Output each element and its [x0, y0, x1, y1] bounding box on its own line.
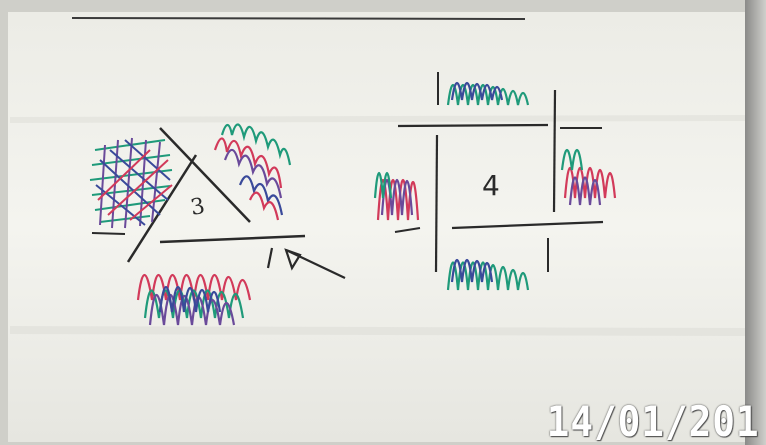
wave-scribble-square-right — [560, 148, 617, 206]
board-edge — [745, 0, 766, 445]
wave-scribble-bottom — [136, 274, 252, 326]
diagram-square: 4 — [373, 72, 617, 291]
paper-sheet — [8, 12, 750, 442]
triangle-label: 3 — [189, 194, 207, 221]
diagram-triangle: 3 — [89, 123, 346, 326]
hatch-scribble-left — [89, 137, 173, 229]
date-stamp: 14/01/201 — [547, 397, 760, 445]
wave-scribble-square-bottom — [446, 258, 530, 291]
square-label: 4 — [482, 169, 500, 202]
wave-scribble-square-left — [373, 172, 420, 221]
top-ruled-line — [71, 17, 526, 20]
arrow-mark — [266, 247, 346, 279]
wave-scribble-square-top — [446, 81, 530, 106]
zigzag-scribble-top — [213, 123, 292, 221]
